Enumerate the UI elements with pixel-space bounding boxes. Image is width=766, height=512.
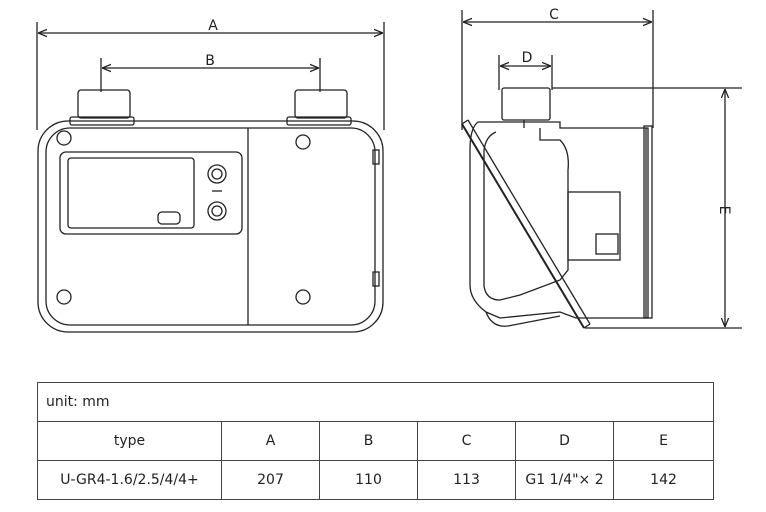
side-view	[461, 10, 742, 329]
table-row: U-GR4-1.6/2.5/4/4+ 207 110 113 G1 1/4"× …	[37, 460, 715, 500]
cell-d: G1 1/4"× 2	[515, 460, 614, 500]
cell-c: 113	[417, 460, 516, 500]
screw-bottom-right	[295, 289, 311, 305]
dim-c-label: C	[549, 7, 559, 23]
meter-body-inner	[45, 127, 376, 326]
header-e: E	[612, 421, 715, 461]
screw-bottom-left	[56, 289, 72, 305]
table-header-row: type A B C D E	[37, 421, 715, 461]
header-a: A	[221, 421, 320, 461]
right-connector	[294, 89, 348, 119]
button-top	[207, 164, 227, 184]
screw-top-left	[56, 130, 72, 146]
side-housing	[469, 121, 649, 319]
front-view	[36, 22, 385, 333]
dim-b-label: B	[205, 53, 215, 69]
back-module	[567, 191, 621, 261]
dim-e-label: E	[716, 206, 732, 215]
meter-body-outer	[37, 120, 384, 333]
cell-a: 207	[221, 460, 320, 500]
header-b: B	[319, 421, 418, 461]
gas-meter-drawing: A B C D E	[36, 7, 742, 333]
cell-type: U-GR4-1.6/2.5/4/4+	[37, 460, 222, 500]
display-frame	[59, 151, 243, 235]
button-bottom	[207, 201, 227, 221]
cell-b: 110	[319, 460, 418, 500]
cell-e: 142	[612, 460, 715, 500]
dimension-table: unit: mm type A B C D E U-GR4-1.6/2.5/4/…	[36, 382, 715, 500]
left-connector	[77, 89, 131, 119]
header-c: C	[417, 421, 516, 461]
side-connector	[501, 87, 551, 121]
card-slot	[157, 211, 181, 225]
table-unit-row: unit: mm	[36, 382, 715, 422]
unit-label: unit: mm	[36, 382, 715, 422]
header-type: type	[37, 421, 222, 461]
dim-d-label: D	[522, 50, 533, 66]
dim-a-label: A	[208, 18, 218, 34]
display-window	[67, 157, 195, 229]
slanted-cover	[461, 123, 585, 329]
header-d: D	[515, 421, 614, 461]
screw-top-right	[295, 134, 311, 150]
